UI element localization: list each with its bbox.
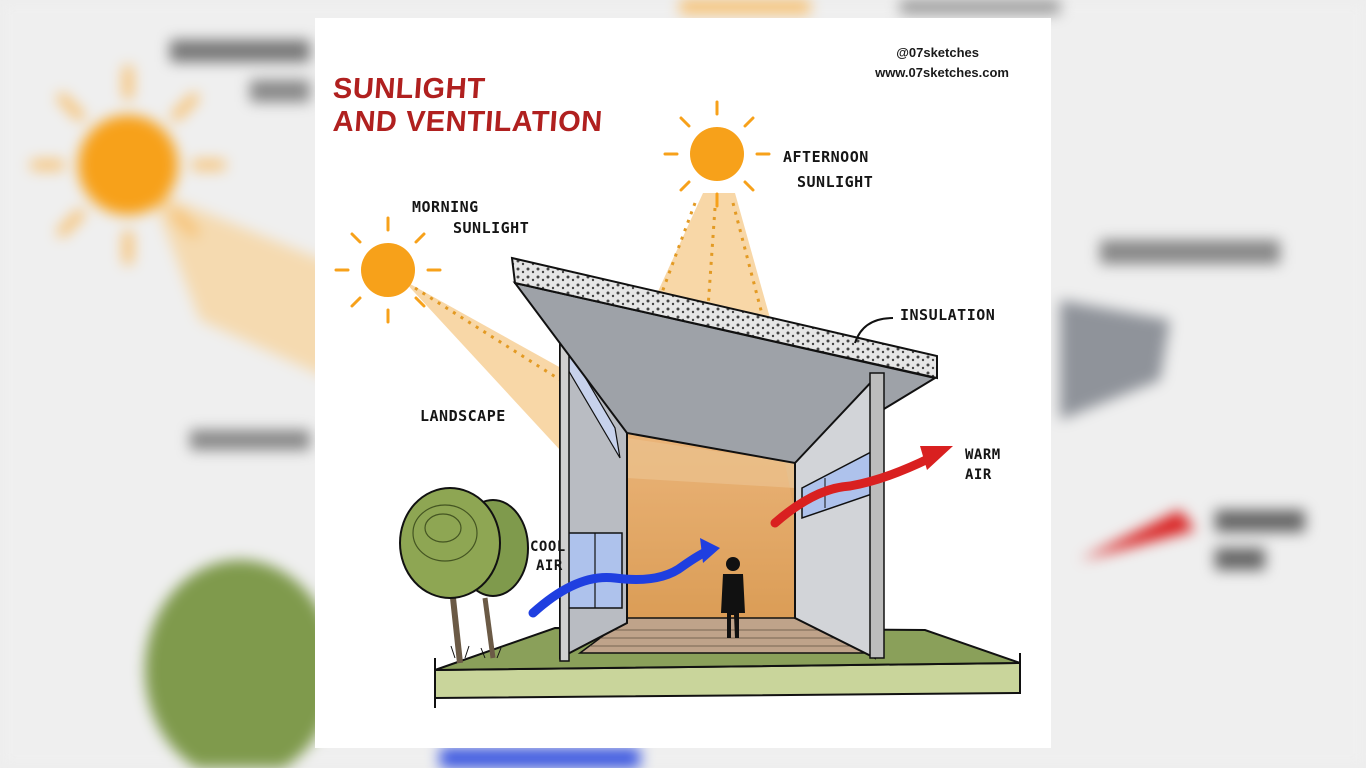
morning-sun-icon bbox=[334, 216, 442, 324]
credit-handle: @07sketches bbox=[896, 45, 979, 60]
label-cool-air-line-2: AIR bbox=[536, 558, 563, 574]
label-warm-air-line-1: WARM bbox=[965, 447, 1001, 463]
label-landscape: LANDSCAPE bbox=[420, 407, 506, 425]
cool-air-arrow bbox=[528, 538, 720, 618]
label-morning-line-2: SUNLIGHT bbox=[453, 219, 530, 237]
label-cool-air-line-1: COOL bbox=[530, 539, 566, 555]
person-figure bbox=[721, 557, 745, 638]
label-warm-air-line-2: AIR bbox=[965, 467, 992, 483]
insulation-layer bbox=[510, 256, 938, 380]
tree-icon bbox=[399, 487, 529, 664]
sketch-card: @07sketches www.07sketches.com SUNLIGHT … bbox=[315, 18, 1051, 748]
warm-air-arrow bbox=[770, 446, 953, 528]
diagram-title-line-2: AND VENTILATION bbox=[331, 106, 604, 138]
label-afternoon-line-1: AFTERNOON bbox=[783, 148, 869, 166]
afternoon-sun-icon bbox=[663, 100, 771, 208]
section-sketch bbox=[334, 100, 1021, 708]
diagram-title-line-1: SUNLIGHT bbox=[331, 73, 487, 105]
credit-website: www.07sketches.com bbox=[875, 65, 1009, 80]
label-morning-line-1: MORNING bbox=[412, 198, 479, 216]
label-insulation: INSULATION bbox=[900, 306, 996, 324]
label-afternoon-line-2: SUNLIGHT bbox=[797, 173, 874, 191]
